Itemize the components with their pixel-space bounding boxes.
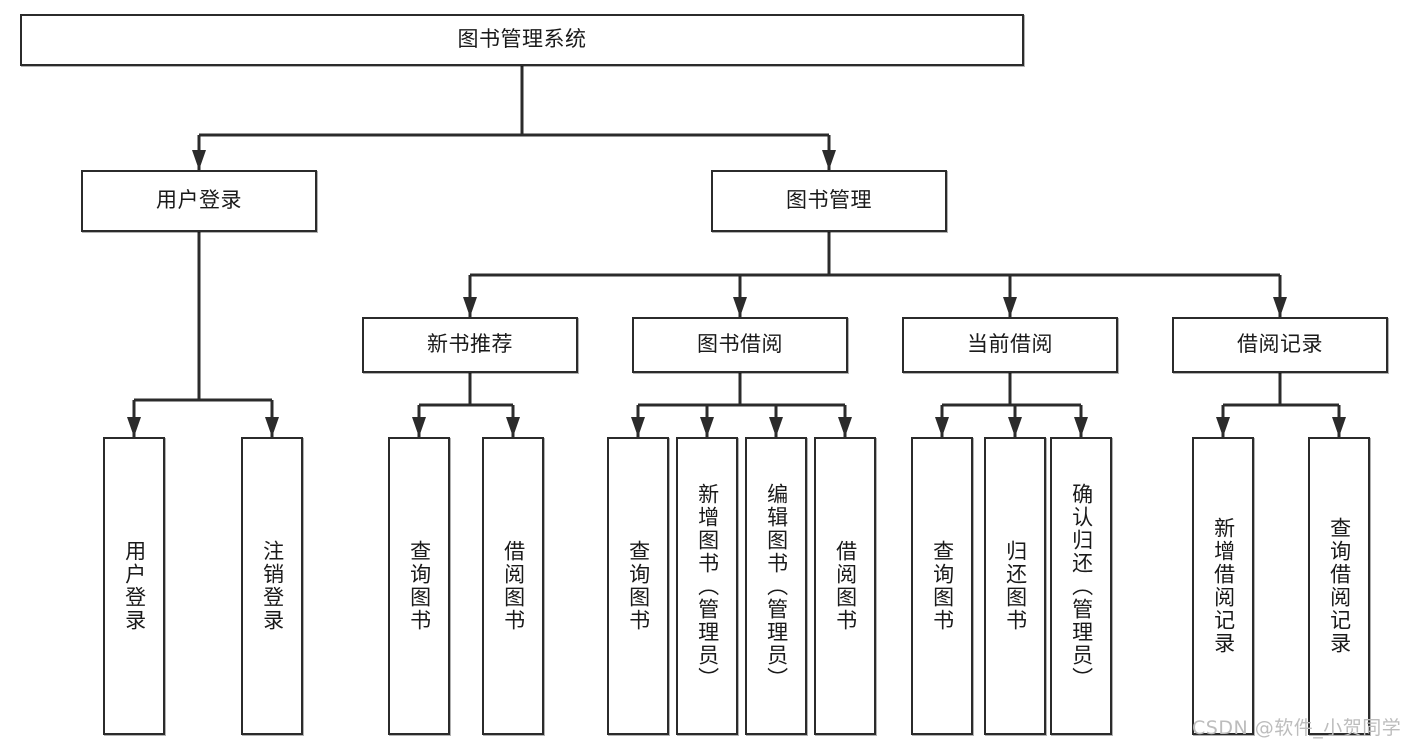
node-label: 查询借阅记录 bbox=[1327, 517, 1352, 655]
connector-arrowhead bbox=[838, 417, 852, 437]
node-label: 查询图书 bbox=[407, 540, 432, 632]
connector-arrowhead bbox=[1008, 417, 1022, 437]
node-borrow-records[interactable]: 借阅记录 bbox=[1172, 317, 1388, 373]
node-leaf-add-borrow-record[interactable]: 新增借阅记录 bbox=[1192, 437, 1254, 735]
connector-arrowhead bbox=[506, 417, 520, 437]
connector-arrowhead bbox=[822, 150, 836, 170]
node-label: 查询图书 bbox=[626, 540, 651, 632]
node-current-borrow[interactable]: 当前借阅 bbox=[902, 317, 1118, 373]
connector-arrowhead bbox=[1273, 297, 1287, 317]
node-new-book-recommend[interactable]: 新书推荐 bbox=[362, 317, 578, 373]
node-label: 编辑图书（管理员） bbox=[764, 482, 789, 690]
node-book-borrow[interactable]: 图书借阅 bbox=[632, 317, 848, 373]
node-leaf-logout[interactable]: 注销登录 bbox=[241, 437, 303, 735]
node-label: 确认归还（管理员） bbox=[1069, 482, 1094, 690]
node-leaf-borrow-book-recommend[interactable]: 借阅图书 bbox=[482, 437, 544, 735]
node-label: 新增图书（管理员） bbox=[695, 482, 720, 690]
connector-arrowhead bbox=[1216, 417, 1230, 437]
connector-arrowhead bbox=[127, 417, 141, 437]
node-label: 新书推荐 bbox=[427, 332, 513, 357]
node-book-management[interactable]: 图书管理 bbox=[711, 170, 947, 232]
node-label: 借阅记录 bbox=[1237, 332, 1323, 357]
connector-arrowhead bbox=[412, 417, 426, 437]
node-label: 用户登录 bbox=[122, 540, 147, 632]
connector-arrowhead bbox=[769, 417, 783, 437]
node-label: 用户登录 bbox=[156, 188, 242, 213]
connector-arrowhead bbox=[1074, 417, 1088, 437]
node-label: 图书管理 bbox=[786, 188, 872, 213]
connector-arrowhead bbox=[192, 150, 206, 170]
connector-arrowhead bbox=[463, 297, 477, 317]
node-label: 注销登录 bbox=[260, 540, 285, 632]
node-label: 图书管理系统 bbox=[457, 27, 587, 52]
node-leaf-confirm-return[interactable]: 确认归还（管理员） bbox=[1050, 437, 1112, 735]
node-leaf-add-book[interactable]: 新增图书（管理员） bbox=[676, 437, 738, 735]
node-leaf-edit-book[interactable]: 编辑图书（管理员） bbox=[745, 437, 807, 735]
node-label: 图书借阅 bbox=[697, 332, 783, 357]
node-leaf-return-book[interactable]: 归还图书 bbox=[984, 437, 1046, 735]
node-leaf-query-book-recommend[interactable]: 查询图书 bbox=[388, 437, 450, 735]
node-label: 归还图书 bbox=[1003, 540, 1028, 632]
connector-arrowhead bbox=[1003, 297, 1017, 317]
node-leaf-query-borrow-record[interactable]: 查询借阅记录 bbox=[1308, 437, 1370, 735]
node-leaf-query-book-borrow[interactable]: 查询图书 bbox=[607, 437, 669, 735]
node-label: 当前借阅 bbox=[967, 332, 1053, 357]
node-label: 借阅图书 bbox=[833, 540, 858, 632]
node-leaf-query-book-current[interactable]: 查询图书 bbox=[911, 437, 973, 735]
node-leaf-user-login[interactable]: 用户登录 bbox=[103, 437, 165, 735]
node-label: 借阅图书 bbox=[501, 540, 526, 632]
node-root[interactable]: 图书管理系统 bbox=[20, 14, 1024, 66]
connector-arrowhead bbox=[1332, 417, 1346, 437]
connector-arrowhead bbox=[265, 417, 279, 437]
connector-arrowhead bbox=[935, 417, 949, 437]
connector-arrowhead bbox=[700, 417, 714, 437]
node-leaf-borrow-book[interactable]: 借阅图书 bbox=[814, 437, 876, 735]
node-label: 新增借阅记录 bbox=[1211, 517, 1236, 655]
connector-arrowhead bbox=[631, 417, 645, 437]
node-label: 查询图书 bbox=[930, 540, 955, 632]
connector-arrowhead bbox=[733, 297, 747, 317]
node-user-login[interactable]: 用户登录 bbox=[81, 170, 317, 232]
